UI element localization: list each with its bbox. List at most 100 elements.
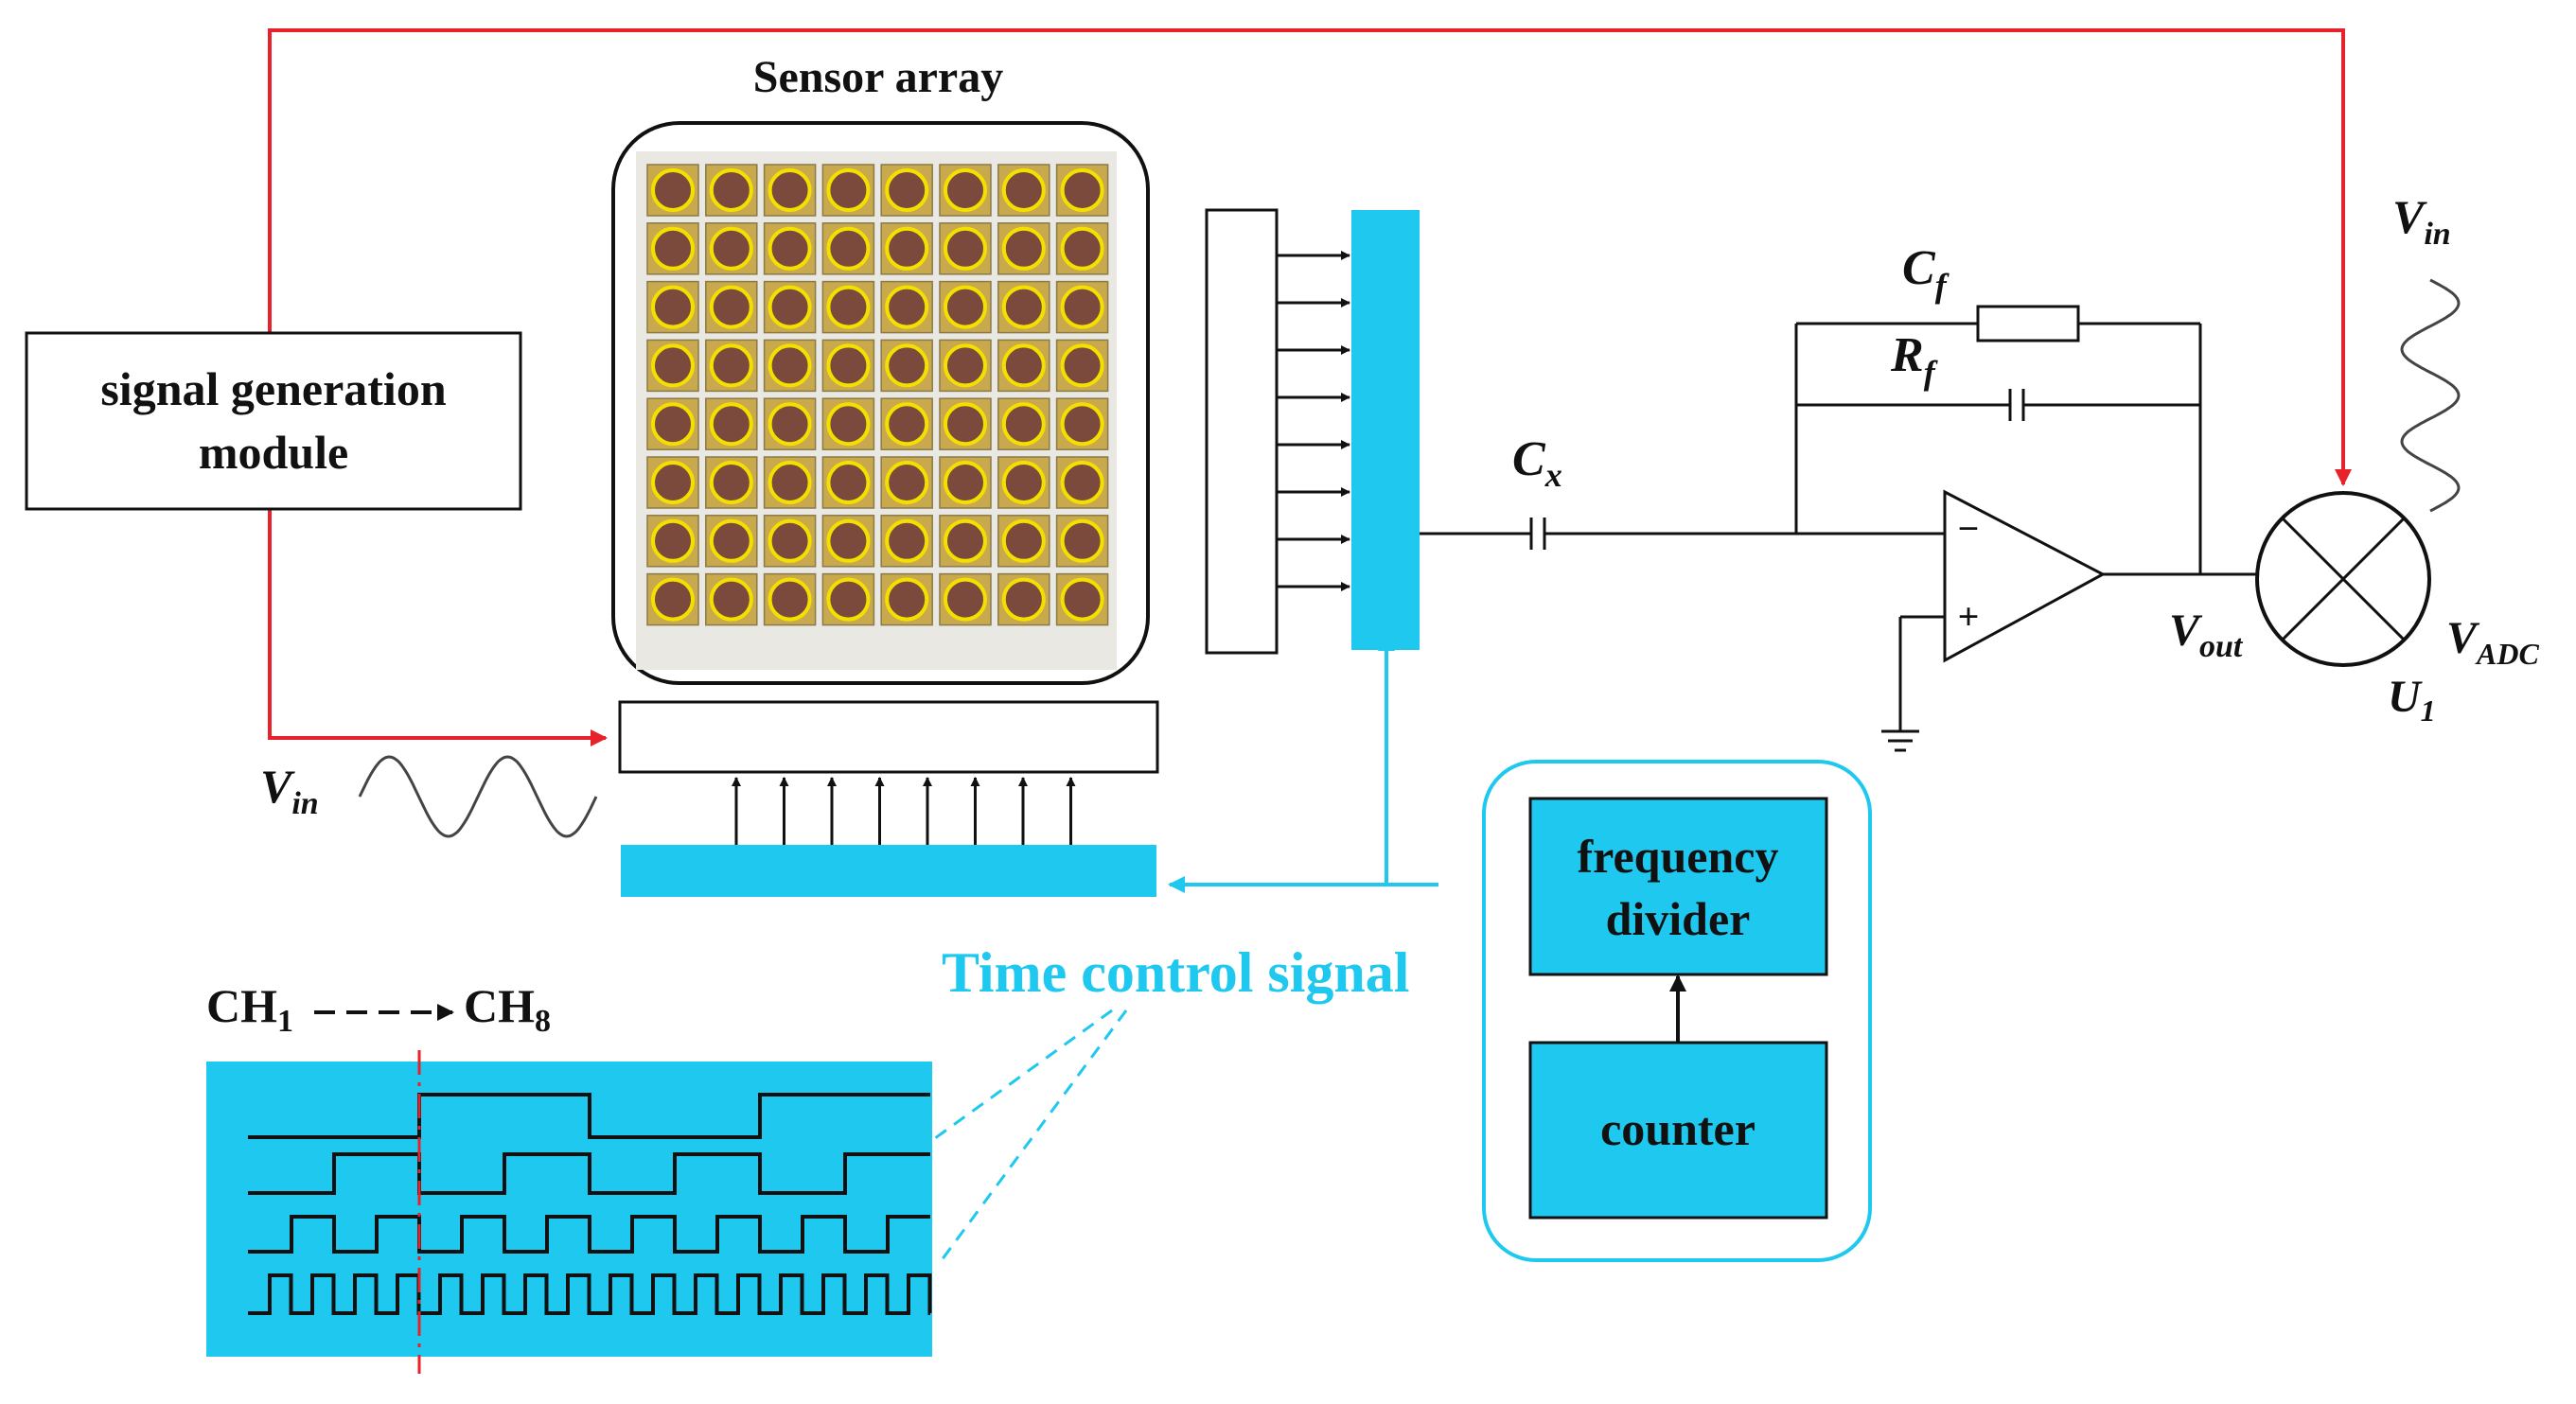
sensor-cell xyxy=(763,164,817,217)
sensor-cell xyxy=(705,515,758,568)
vin-label-left: Vin xyxy=(260,760,319,821)
row-select-arrows xyxy=(732,777,1076,845)
sensor-cell xyxy=(880,515,933,568)
sensor-array-title: Sensor array xyxy=(753,52,1003,102)
charge-amplifier-circuit xyxy=(1420,305,2431,752)
vin-sine-wave-left xyxy=(358,755,598,838)
channel-clock-waveform xyxy=(248,1215,930,1254)
signal-lines-red xyxy=(268,28,2352,746)
u1-label: U1 xyxy=(2388,672,2436,728)
sensor-cell xyxy=(821,222,875,275)
sensor-cell xyxy=(880,280,933,334)
sensor-cell xyxy=(997,515,1050,568)
sensor-cell xyxy=(939,456,992,509)
sensor-cell xyxy=(939,397,992,450)
sensor-cell xyxy=(821,515,875,568)
sensor-cell xyxy=(646,456,699,509)
sensor-cell xyxy=(705,397,758,450)
counter-box xyxy=(1528,1041,1828,1220)
opamp-minus-sign: − xyxy=(1958,507,1980,550)
control-lines-cyan xyxy=(1168,634,1438,893)
sensor-cell xyxy=(763,222,817,275)
sensor-cell xyxy=(997,164,1050,217)
sensor-cell xyxy=(997,339,1050,393)
op-amp-triangle xyxy=(1943,489,2107,663)
sensor-cell xyxy=(1055,280,1109,334)
sensor-cell xyxy=(997,572,1050,626)
frequency-divider-label-line1: frequency xyxy=(1578,830,1779,883)
red-line-top xyxy=(268,28,2352,486)
sensor-grid xyxy=(646,164,1109,626)
sensor-cell xyxy=(821,456,875,509)
sensor-cell xyxy=(880,164,933,217)
sensor-cell xyxy=(939,222,992,275)
signal-gen-label-line2: module xyxy=(199,426,348,479)
channel-clock-waveform xyxy=(248,1273,932,1315)
channel-clock-waveform xyxy=(248,1093,930,1139)
sensor-cell xyxy=(880,339,933,393)
sensor-cell xyxy=(1055,397,1109,450)
sensor-cell xyxy=(997,456,1050,509)
sensor-cell xyxy=(821,397,875,450)
sensor-cell xyxy=(939,515,992,568)
cx-label: Cx xyxy=(1512,432,1562,494)
column-mux-box xyxy=(1205,208,1279,655)
sensor-cell xyxy=(997,397,1050,450)
frequency-divider-box xyxy=(1528,797,1828,976)
sensor-cell xyxy=(821,280,875,334)
sensor-cell xyxy=(646,572,699,626)
sensor-cell xyxy=(646,280,699,334)
channel-clock-waveform xyxy=(248,1152,930,1195)
sensor-cell xyxy=(997,280,1050,334)
sensor-cell xyxy=(705,222,758,275)
sensor-cell xyxy=(705,456,758,509)
sensor-cell xyxy=(1055,572,1109,626)
sensor-cell xyxy=(763,515,817,568)
sensor-cell xyxy=(1055,456,1109,509)
vadc-label: VADC xyxy=(2446,613,2539,671)
sensor-cell xyxy=(1055,164,1109,217)
signal-gen-label-line1: signal generation xyxy=(100,362,446,415)
channel-end-label: CH8 xyxy=(464,979,551,1039)
sensor-cell xyxy=(997,222,1050,275)
sensor-cell xyxy=(939,280,992,334)
sensor-cell xyxy=(880,222,933,275)
frequency-divider-label-line2: divider xyxy=(1606,892,1751,945)
sensor-cell xyxy=(1055,515,1109,568)
counter-label: counter xyxy=(1600,1102,1756,1155)
sensor-cell xyxy=(763,280,817,334)
cf-resistor-box xyxy=(1976,305,2080,342)
sensor-cell xyxy=(763,397,817,450)
sensor-cell xyxy=(880,456,933,509)
sensor-cell xyxy=(646,164,699,217)
sensor-cell xyxy=(821,572,875,626)
signal-generation-module: signal generation module xyxy=(25,331,522,511)
timing-waveforms xyxy=(248,1093,932,1315)
time-control-signal-label: Time control signal xyxy=(942,941,1409,1004)
sensor-cell xyxy=(646,515,699,568)
sensor-cell xyxy=(821,339,875,393)
opamp-plus-sign: + xyxy=(1958,595,1980,638)
sensor-cell xyxy=(1055,339,1109,393)
sensor-cell xyxy=(705,164,758,217)
sensor-cell xyxy=(705,572,758,626)
callout-dashes xyxy=(930,1009,1128,1265)
sensor-cell xyxy=(880,572,933,626)
vin-sine-wave-right xyxy=(2400,278,2461,513)
cf-label: Cf xyxy=(1902,241,1950,305)
sensor-cell xyxy=(763,339,817,393)
channel-start-label: CH1 xyxy=(206,979,293,1039)
sensor-cell xyxy=(705,339,758,393)
sensor-cell xyxy=(939,572,992,626)
sensor-cell xyxy=(939,164,992,217)
sensor-cell xyxy=(939,339,992,393)
svg-text:Vin: Vin xyxy=(260,760,319,821)
sensor-cell xyxy=(880,397,933,450)
column-select-arrows xyxy=(1277,251,1350,591)
vin-label-right: Vin xyxy=(2392,190,2451,252)
sensor-cell xyxy=(705,280,758,334)
column-select-bar xyxy=(1351,210,1420,650)
vout-label: Vout xyxy=(2169,605,2244,664)
sensor-cell xyxy=(821,164,875,217)
sensor-cell xyxy=(646,397,699,450)
